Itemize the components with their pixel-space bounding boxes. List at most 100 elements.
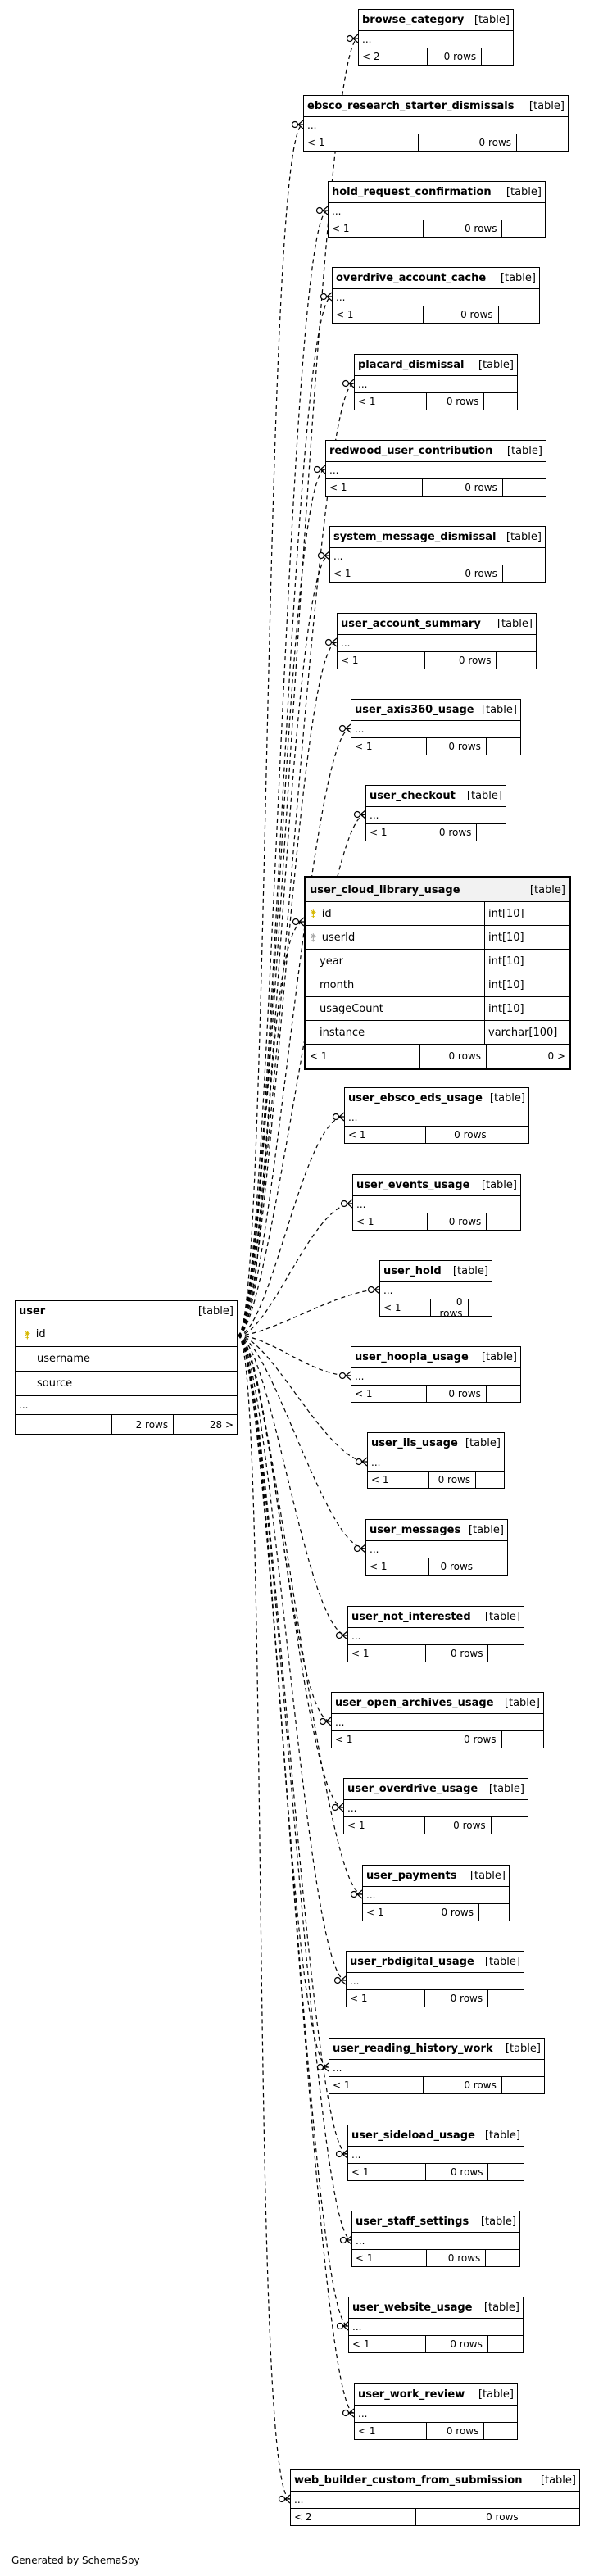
relationship-edge: [237, 1335, 348, 2155]
relationship-edge: [237, 1203, 353, 1336]
children-count: [488, 1645, 524, 1662]
crows-foot-marker: [360, 1544, 366, 1553]
row-count: 0 rows: [420, 1045, 487, 1068]
table-header: user_cloud_library_usage [table]: [306, 878, 569, 902]
table-header: redwood_user_contribution[table]: [326, 441, 546, 462]
row-count: 0 rows: [426, 1127, 492, 1143]
table-header: user_ils_usage[table]: [368, 1433, 504, 1454]
crows-foot-marker: [342, 2149, 348, 2159]
table-type: [table]: [466, 790, 502, 802]
table-header: placard_dismissal[table]: [355, 355, 517, 376]
table-name: user_cloud_library_usage: [310, 883, 460, 896]
crows-foot-marker: [348, 2408, 355, 2418]
optional-marker: [355, 1458, 363, 1466]
relationship-edge: [237, 1335, 291, 2500]
table-name: user_messages: [370, 1524, 461, 1536]
table-name: user: [19, 1305, 46, 1317]
table-header: user_open_archives_usage [table]: [332, 1693, 543, 1714]
table-header: user_not_interested[table]: [348, 1607, 524, 1628]
optional-marker: [346, 34, 354, 43]
table-name: user_events_usage: [356, 1179, 470, 1191]
column-row[interactable]: ⚵id: [16, 1322, 237, 1347]
row-count: 0 rows: [431, 1296, 469, 1319]
more-columns: ...: [353, 1196, 520, 1213]
table-name: user_hoopla_usage: [355, 1351, 469, 1363]
more-columns: ...: [338, 635, 536, 652]
web-builder-custom-from-submission-table[interactable]: web_builder_custom_from_submission[table…: [290, 2469, 580, 2526]
crows-foot-marker: [346, 2235, 352, 2245]
optional-marker: [332, 1113, 340, 1121]
relationship-edge: [237, 1335, 348, 1636]
parents-count: < 1: [332, 1731, 425, 1748]
column-name: userId: [321, 931, 356, 944]
table-name: user_open_archives_usage: [335, 1697, 494, 1709]
parents-count: < 1: [329, 220, 424, 237]
table-type: [table]: [504, 1697, 540, 1709]
more-columns: ...: [329, 203, 545, 220]
column-row[interactable]: username: [16, 1347, 237, 1372]
more-columns: ...: [304, 117, 568, 134]
table-type: [table]: [484, 2129, 520, 2142]
relationship-edge: [237, 1289, 380, 1336]
optional-marker: [367, 1286, 375, 1294]
more-columns: ...: [348, 1628, 524, 1645]
parents-count: < 1: [353, 1213, 428, 1230]
table-type: [table]: [506, 186, 542, 198]
column-row[interactable]: source: [16, 1372, 237, 1396]
more-columns: ...: [351, 1368, 520, 1386]
optional-marker: [320, 293, 328, 301]
optional-marker: [335, 1631, 343, 1639]
crows-foot-marker: [325, 1717, 332, 1726]
user-table[interactable]: user [table] ⚵id username source ... 2 r…: [15, 1300, 238, 1435]
table-type: [table]: [469, 1870, 506, 1882]
table-header: user_work_review[table]: [355, 2384, 517, 2406]
crows-foot-marker: [324, 551, 330, 560]
row-count: 0 rows: [416, 2509, 524, 2525]
relationship-edge: [237, 1335, 368, 1463]
ebsco-research-starter-dismissals-table[interactable]: ebsco_research_starter_dismissals[table]…: [303, 95, 569, 152]
optional-marker: [319, 1717, 327, 1726]
more-columns: ...: [366, 1541, 507, 1558]
parents-count: < 1: [349, 2336, 427, 2352]
foreign-key-icon: ⚵: [310, 932, 317, 943]
table-type: [table]: [478, 359, 514, 371]
parents-count: < 1: [366, 1558, 430, 1575]
crows-foot-marker: [347, 1199, 353, 1209]
